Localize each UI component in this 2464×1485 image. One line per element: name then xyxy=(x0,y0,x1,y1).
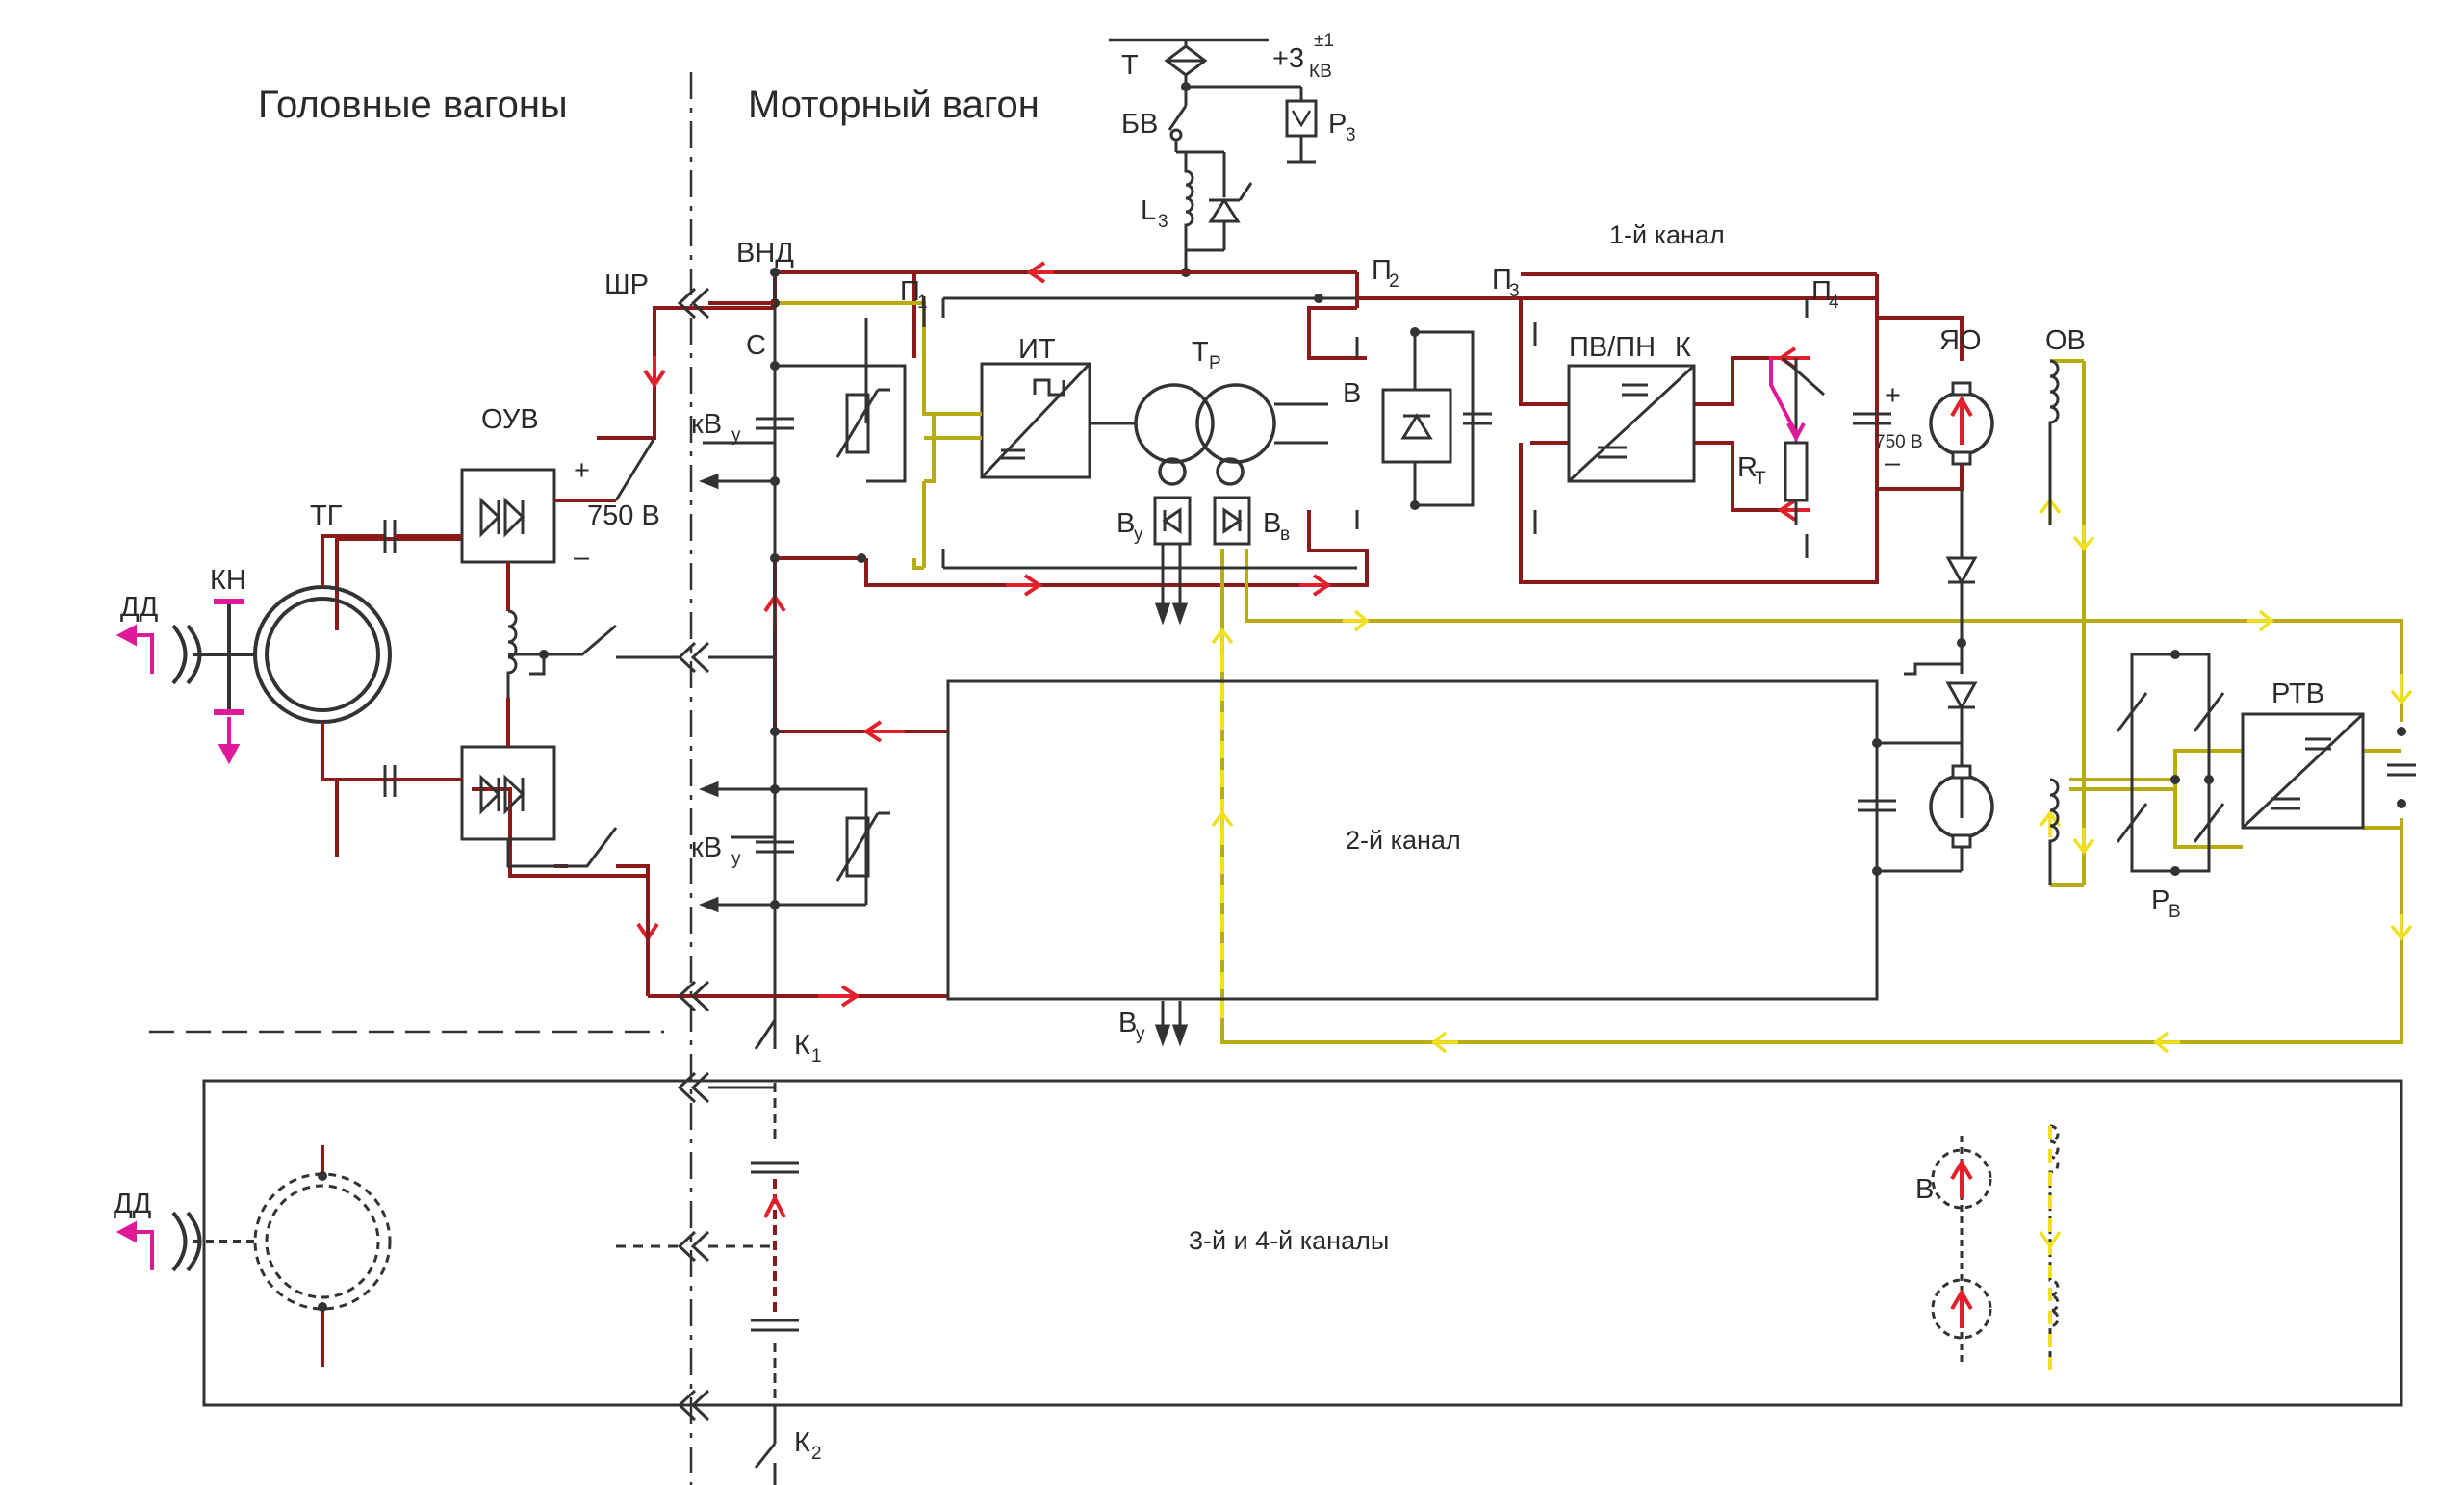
label-by: В xyxy=(1116,508,1135,539)
converter-pv-pn xyxy=(1567,364,1696,483)
label-kvy1-sub: у xyxy=(732,425,741,446)
generator-dashed-icon xyxy=(253,1172,392,1311)
excitation-circuit xyxy=(775,301,2403,1044)
label-plus3-sup: ±1 xyxy=(1314,31,1334,51)
channel-1-circuit xyxy=(322,270,1964,998)
label-bv-rect-sub: в xyxy=(1280,525,1290,545)
label-rt: R xyxy=(1737,452,1758,483)
label-k1: К xyxy=(794,1030,810,1061)
label-ouv: ОУВ xyxy=(481,404,539,435)
switches-pb xyxy=(2116,653,2225,873)
label-by2: В xyxy=(1118,1008,1137,1038)
label-kvy1: кВ xyxy=(691,409,722,440)
label-plus3-sub: КВ xyxy=(1309,62,1332,82)
label-ov: ОВ xyxy=(2045,325,2086,356)
label-plus3: +3 xyxy=(1272,43,1304,74)
label-k1-sub: 1 xyxy=(811,1046,822,1066)
label-dd2: ДД xyxy=(114,1189,152,1219)
label-tg: ТГ xyxy=(310,500,343,531)
field-winding-ov-2 xyxy=(2048,778,2060,885)
label-pb: Р xyxy=(2151,885,2169,916)
label-p2-sub: 2 xyxy=(1389,271,1399,292)
label-plus-right: + xyxy=(1885,380,1901,411)
inductor-ouv-icon xyxy=(506,609,518,698)
label-tr: Т xyxy=(1192,337,1209,368)
motor-channel-2-icon xyxy=(1929,764,1994,849)
label-b: В xyxy=(1343,378,1361,409)
label-p3: Р xyxy=(1328,109,1347,140)
label-it: ИТ xyxy=(1018,334,1056,365)
inductor-l3-icon xyxy=(1184,152,1224,252)
inverter-it xyxy=(980,362,1091,479)
section-motor-car: Моторный вагон xyxy=(748,84,1040,126)
label-p3-switch-sub: 3 xyxy=(1509,281,1520,301)
label-p4-sub: 4 xyxy=(1829,293,1839,313)
resistor-rt xyxy=(1784,358,1809,525)
channel-3-4-label: 3-й и 4-й каналы xyxy=(1189,1226,1389,1255)
diode-l3-icon xyxy=(1208,197,1241,223)
label-bv-rect: В xyxy=(1263,508,1281,539)
motor-armature-yao xyxy=(1929,381,1994,466)
label-kvy2-sub: у xyxy=(732,849,741,869)
rectifiers-by-bv xyxy=(1153,496,1251,546)
label-c: С xyxy=(746,330,766,361)
bridge-v xyxy=(1381,330,1492,507)
label-vnd: ВНД xyxy=(736,238,794,269)
transformer-tr xyxy=(1134,383,1276,486)
label-p2: П xyxy=(1372,255,1392,286)
label-minus-right: – xyxy=(1885,448,1901,478)
label-dd1: ДД xyxy=(120,592,159,623)
label-p3-switch: П xyxy=(1492,265,1512,295)
label-k: К xyxy=(1675,332,1691,363)
label-plus-left: + xyxy=(574,455,590,486)
label-t: Т xyxy=(1121,50,1139,81)
label-l3: L xyxy=(1141,195,1156,226)
connector-icons xyxy=(677,287,710,1421)
label-b-low: В xyxy=(1915,1174,1934,1205)
label-p4: П xyxy=(1811,276,1832,307)
relay-p3-icon xyxy=(1285,99,1318,138)
label-pb-sub: В xyxy=(2169,902,2181,922)
label-rtv: РТВ xyxy=(2272,678,2324,709)
label-shr: ШР xyxy=(604,269,649,300)
breaker-bv-icon xyxy=(1168,105,1188,131)
varistor-icon xyxy=(835,388,890,882)
label-minus-left: – xyxy=(574,542,590,573)
label-tr-sub: Р xyxy=(1209,353,1221,373)
label-l3-sub: 3 xyxy=(1158,212,1168,232)
channel-3-4-box xyxy=(202,1079,2403,1407)
label-p1: П xyxy=(900,276,920,307)
traction-generator-icon xyxy=(253,585,392,724)
channel-2-box xyxy=(946,679,1879,1001)
drive-shaft xyxy=(171,602,255,712)
label-p3-sub: 3 xyxy=(1346,125,1356,145)
label-rt-sub: Т xyxy=(1755,469,1766,489)
label-p1-sub: 1 xyxy=(917,293,928,313)
channel-1-label: 1-й канал xyxy=(1609,220,1725,249)
field-winding-dashed xyxy=(2048,1124,2060,1371)
label-pvpn: ПВ/ПН xyxy=(1569,332,1656,363)
label-by-sub: у xyxy=(1134,525,1143,545)
label-750-right: 750 В xyxy=(1875,432,1923,452)
magenta-arrows xyxy=(116,624,241,1270)
channel-2-label: 2-й канал xyxy=(1346,826,1461,855)
label-yao: ЯО xyxy=(1939,325,1982,356)
label-bv: БВ xyxy=(1121,109,1158,140)
label-kn: КН xyxy=(210,565,246,596)
label-750-left: 750 В xyxy=(587,500,660,531)
label-kvy2: кВ xyxy=(691,832,722,863)
label-by2-sub: у xyxy=(1136,1024,1145,1044)
label-k2: К xyxy=(794,1427,810,1458)
diode-column xyxy=(1904,489,1978,818)
section-head-cars: Головные вагоны xyxy=(258,84,568,126)
label-k2-sub: 2 xyxy=(811,1444,822,1464)
field-winding-ov-1 xyxy=(2048,359,2060,525)
regulator-rtv xyxy=(2241,712,2365,830)
